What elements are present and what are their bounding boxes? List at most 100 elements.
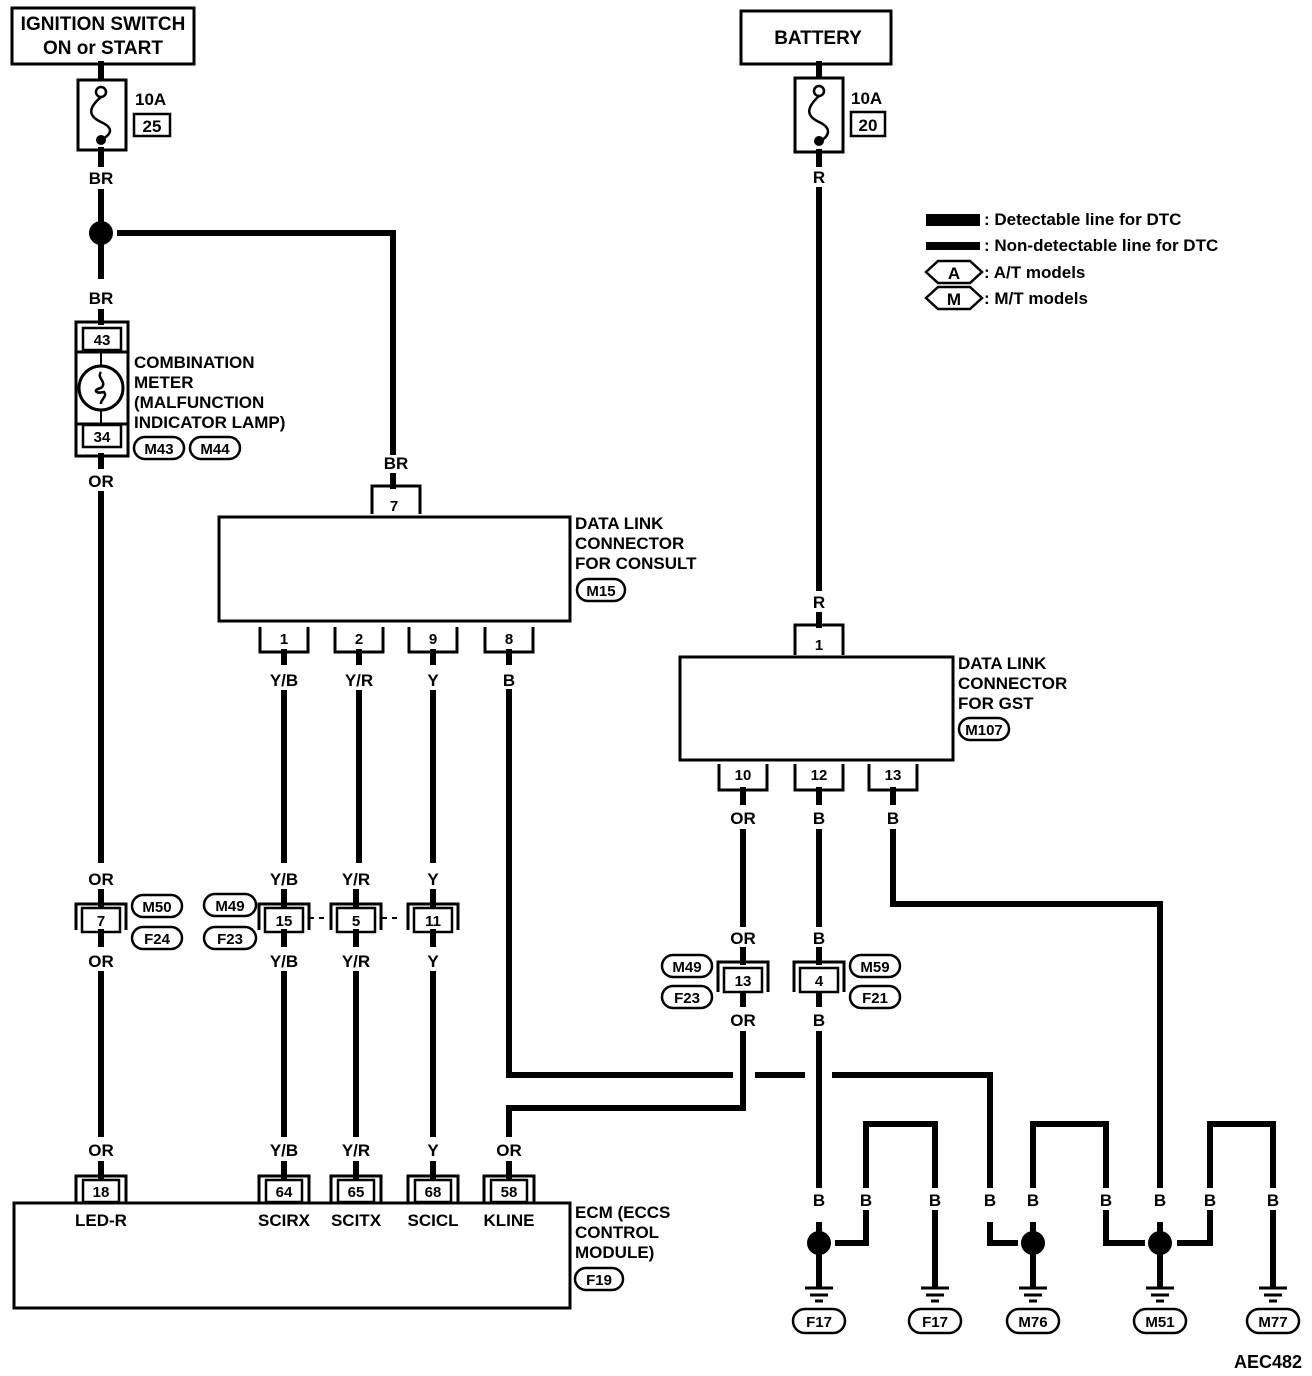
legend: : Detectable line for DTC : Non-detectab… [924, 210, 1218, 311]
wire-color: Y [427, 952, 439, 971]
gst-label-1: DATA LINK [958, 654, 1047, 673]
consult-dlc-pin: 2Y/R [333, 627, 385, 863]
meter-label-4: INDICATOR LAMP) [134, 413, 285, 432]
wire-color-br: BR [384, 454, 409, 473]
connector-tag-m50: M50 [142, 899, 171, 916]
gst-pin-number: 10 [735, 767, 752, 784]
ecm-pin-signal: LED-R [75, 1211, 127, 1230]
gst-pin-number: 13 [885, 767, 902, 784]
wire-color-r: R [813, 593, 825, 612]
ground-connector-tag: F17 [806, 1314, 832, 1331]
wire-color: Y/B [270, 870, 298, 889]
sci-joint-tags: M49 F23 [202, 892, 402, 951]
joint-pin-number: 15 [276, 913, 293, 930]
ground-connector-tag: F17 [922, 1314, 948, 1331]
consult-pin-number: 1 [280, 631, 288, 648]
ground-point: M77 [1245, 1286, 1301, 1335]
consult-pin-number: 2 [355, 631, 363, 648]
gst-dlc-pin: 12B [793, 764, 845, 828]
ecm: ECM (ECCS CONTROL MODULE) F19 [12, 1201, 670, 1310]
consult-dlc-pin: 8B [483, 627, 535, 690]
wire-color: Y/R [342, 1141, 370, 1160]
wire-color-b: B [1027, 1191, 1039, 1210]
wire-color: B [813, 809, 825, 828]
legend-text-at: : A/T models [984, 263, 1085, 282]
connector-tag-m49: M49 [215, 898, 244, 915]
wire-color: Y [427, 1141, 439, 1160]
gst-dlc-pin: 13B [867, 764, 919, 828]
consult-dlc-pin: 1Y/B [258, 627, 310, 863]
wire-color-or: OR [88, 952, 114, 971]
legend-hex-m-code: M [947, 290, 961, 309]
consult-pin-number: 8 [505, 631, 513, 648]
combination-meter: 43 34 COMBINATION METER (MALFUNCTION IND… [74, 320, 285, 461]
wire-color: Y/B [270, 671, 298, 690]
ground-point: M76 [1005, 1286, 1061, 1335]
fuse-25-rating: 10A [135, 90, 166, 109]
legend-hex-a-code: A [948, 264, 960, 283]
wire-color-or: OR [88, 472, 114, 491]
wire-color-b: B [1154, 1191, 1166, 1210]
wire-color-b: B [1100, 1191, 1112, 1210]
wire-color-b: B [1204, 1191, 1216, 1210]
ignition-label-line2: ON or START [43, 38, 163, 59]
meter-label-2: METER [134, 373, 194, 392]
ground-splice-f17 [807, 1231, 831, 1255]
fuse-25: 10A 25 [76, 78, 172, 152]
consult-dlc-pin: 9Y [407, 627, 459, 863]
fuse-20-rating: 10A [851, 89, 882, 108]
ground-point: F17 [791, 1286, 847, 1335]
ecm-pin-number: 64 [276, 1184, 293, 1201]
ground-icon [805, 1286, 833, 1303]
legend-text-mt: : M/T models [984, 289, 1088, 308]
wire-color-br: BR [89, 169, 114, 188]
gst-label-3: FOR GST [958, 694, 1034, 713]
ground-icon [921, 1286, 949, 1303]
wire-color-or: OR [88, 870, 114, 889]
ground-point: F17 [907, 1286, 963, 1335]
ecm-pin-number: 65 [348, 1184, 365, 1201]
gst-dlc: 1 DATA LINK CONNECTOR FOR GST M107 [678, 623, 1067, 762]
connector-tag-f23: F23 [674, 990, 700, 1007]
battery-label: BATTERY [774, 28, 862, 49]
sci-joint-pin: Y/R5Y/R [329, 870, 383, 1137]
connector-tag-m49: M49 [672, 959, 701, 976]
joint-pin-7: 7 [97, 913, 105, 930]
ecm-pin-number: 58 [501, 1184, 518, 1201]
ecm-pin-number: 18 [93, 1184, 110, 1201]
ecm-label-2: CONTROL [575, 1223, 659, 1242]
connector-tag-m15: M15 [586, 583, 615, 600]
wire-color: OR [496, 1141, 522, 1160]
wire-color: Y [427, 671, 439, 690]
legend-thin-line [926, 242, 980, 250]
battery: BATTERY [739, 9, 893, 66]
ground-icon [1259, 1286, 1287, 1303]
connector-tag-m44: M44 [200, 441, 230, 458]
wire-color-b: B [929, 1191, 941, 1210]
wire-color-b: B [813, 1011, 825, 1030]
consult-label-1: DATA LINK [575, 514, 664, 533]
wire-color: Y/R [342, 952, 370, 971]
legend-text-detectable: : Detectable line for DTC [984, 210, 1181, 229]
joint-pin-4: 4 [815, 973, 824, 990]
ground-splice-m51 [1148, 1231, 1172, 1255]
ignition-label-line1: IGNITION SWITCH [21, 14, 186, 35]
legend-thick-line [926, 214, 980, 226]
wire-color-b: B [813, 1191, 825, 1210]
wire-color-b: B [1267, 1191, 1279, 1210]
wire-color-br: BR [89, 289, 114, 308]
wire-color-or: OR [88, 1141, 114, 1160]
connector-tag-m43: M43 [144, 441, 173, 458]
ignition-switch: IGNITION SWITCH ON or START [10, 6, 196, 66]
fuse-icon [90, 96, 112, 142]
joint-pin-13: 13 [735, 973, 752, 990]
consult-label-2: CONNECTOR [575, 534, 684, 553]
gst-label-2: CONNECTOR [958, 674, 1067, 693]
connector-tag-m107: M107 [965, 722, 1003, 739]
wire-color: Y/R [345, 671, 373, 690]
